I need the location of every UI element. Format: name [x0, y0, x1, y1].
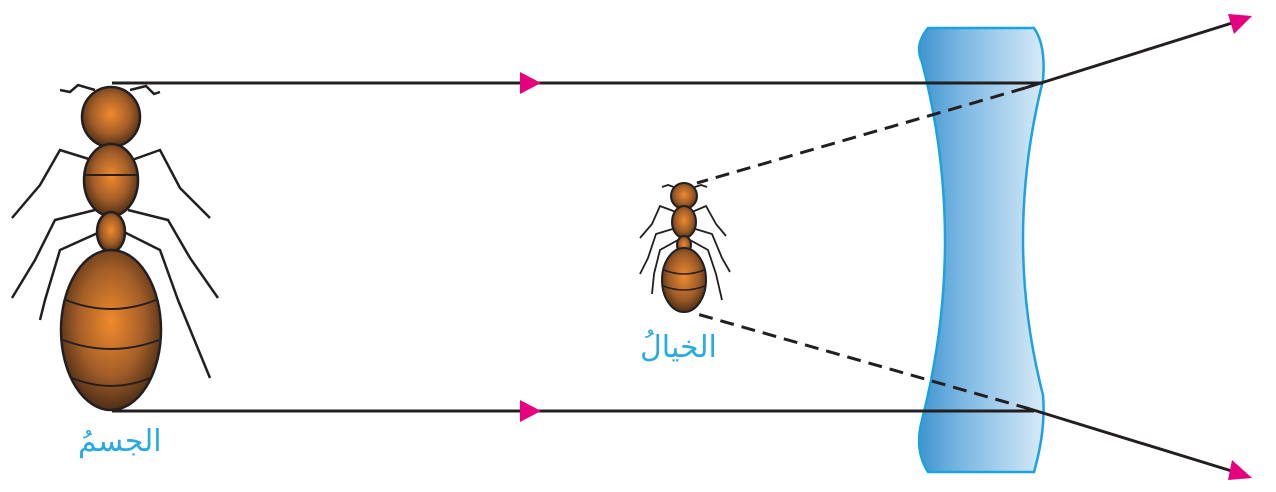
object-label: الجسمُ — [78, 424, 162, 459]
virtual-ray-top — [696, 86, 1026, 185]
virtual-ray-bottom — [696, 312, 1031, 411]
concave-lens — [917, 26, 1045, 474]
refracted-ray-bottom — [1029, 407, 1249, 478]
arrowhead-top — [520, 72, 541, 94]
refracted-ray-top — [1024, 16, 1249, 90]
arrowhead-bottom — [520, 400, 541, 422]
object-ant-icon — [10, 83, 220, 412]
image-ant-icon — [639, 182, 731, 313]
arrowhead-out-bottom — [1228, 460, 1252, 480]
arrowhead-out-top — [1228, 14, 1252, 34]
image-label: الخيالُ — [640, 330, 717, 365]
